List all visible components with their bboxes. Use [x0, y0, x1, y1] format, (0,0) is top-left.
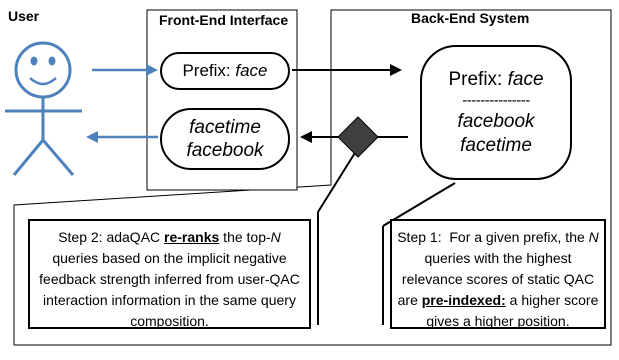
- step1-box: Step 1: For a given prefix, the N querie…: [390, 219, 606, 329]
- front-prefix-box: Prefix: face: [160, 52, 290, 90]
- front-end-label: Front-End Interface: [159, 12, 289, 28]
- step1-n: N: [588, 229, 599, 245]
- front-prefix-label: Prefix:: [182, 61, 236, 80]
- step1-connector-line: [382, 182, 456, 227]
- step1-post: a higher score gives a higher position.: [426, 292, 603, 329]
- front-result-item: facebook: [186, 140, 264, 161]
- front-results-box: facetime facebook: [160, 108, 290, 170]
- reranking-diamond-icon: [337, 116, 379, 158]
- back-result-item: facetime: [460, 134, 532, 156]
- back-prefix: Prefix: face: [448, 68, 543, 92]
- back-divider: ---------------: [462, 91, 530, 109]
- step1-pre: Step 1: For a given prefix, the: [397, 229, 589, 245]
- user-stick-figure-icon: [5, 41, 82, 176]
- user-label: User: [8, 8, 40, 24]
- frontend-to-user-arrow: [86, 131, 158, 143]
- front-prefix-value: face: [235, 61, 268, 80]
- step2-key: re-ranks: [164, 229, 220, 245]
- step2-post: queries based on the implicit negative f…: [39, 229, 304, 329]
- front-result-item: facetime: [189, 117, 261, 138]
- back-result-item: facebook: [457, 110, 535, 132]
- step2-n: N: [270, 229, 281, 245]
- step1-key: pre-indexed:: [421, 292, 506, 308]
- step1-mid: queries with the highest relevance score…: [397, 229, 603, 308]
- step2-box: Step 2: adaQAC re-ranks the top-N querie…: [28, 219, 311, 329]
- user-to-frontend-arrow: [92, 64, 158, 76]
- back-prefix-label: Prefix:: [448, 68, 508, 90]
- user-eyes-icon: [30, 56, 56, 66]
- frontend-to-backend-arrow: [292, 64, 402, 76]
- step2-pre: Step 2: adaQAC: [58, 229, 165, 245]
- step2-mid: the top-: [219, 229, 271, 245]
- back-end-box: Prefix: face --------------- facebook fa…: [420, 45, 572, 180]
- back-end-label: Back-End System: [411, 10, 530, 26]
- back-prefix-value: face: [507, 68, 544, 90]
- back-end-container: [13, 9, 612, 346]
- step2-connector-line: [317, 147, 359, 213]
